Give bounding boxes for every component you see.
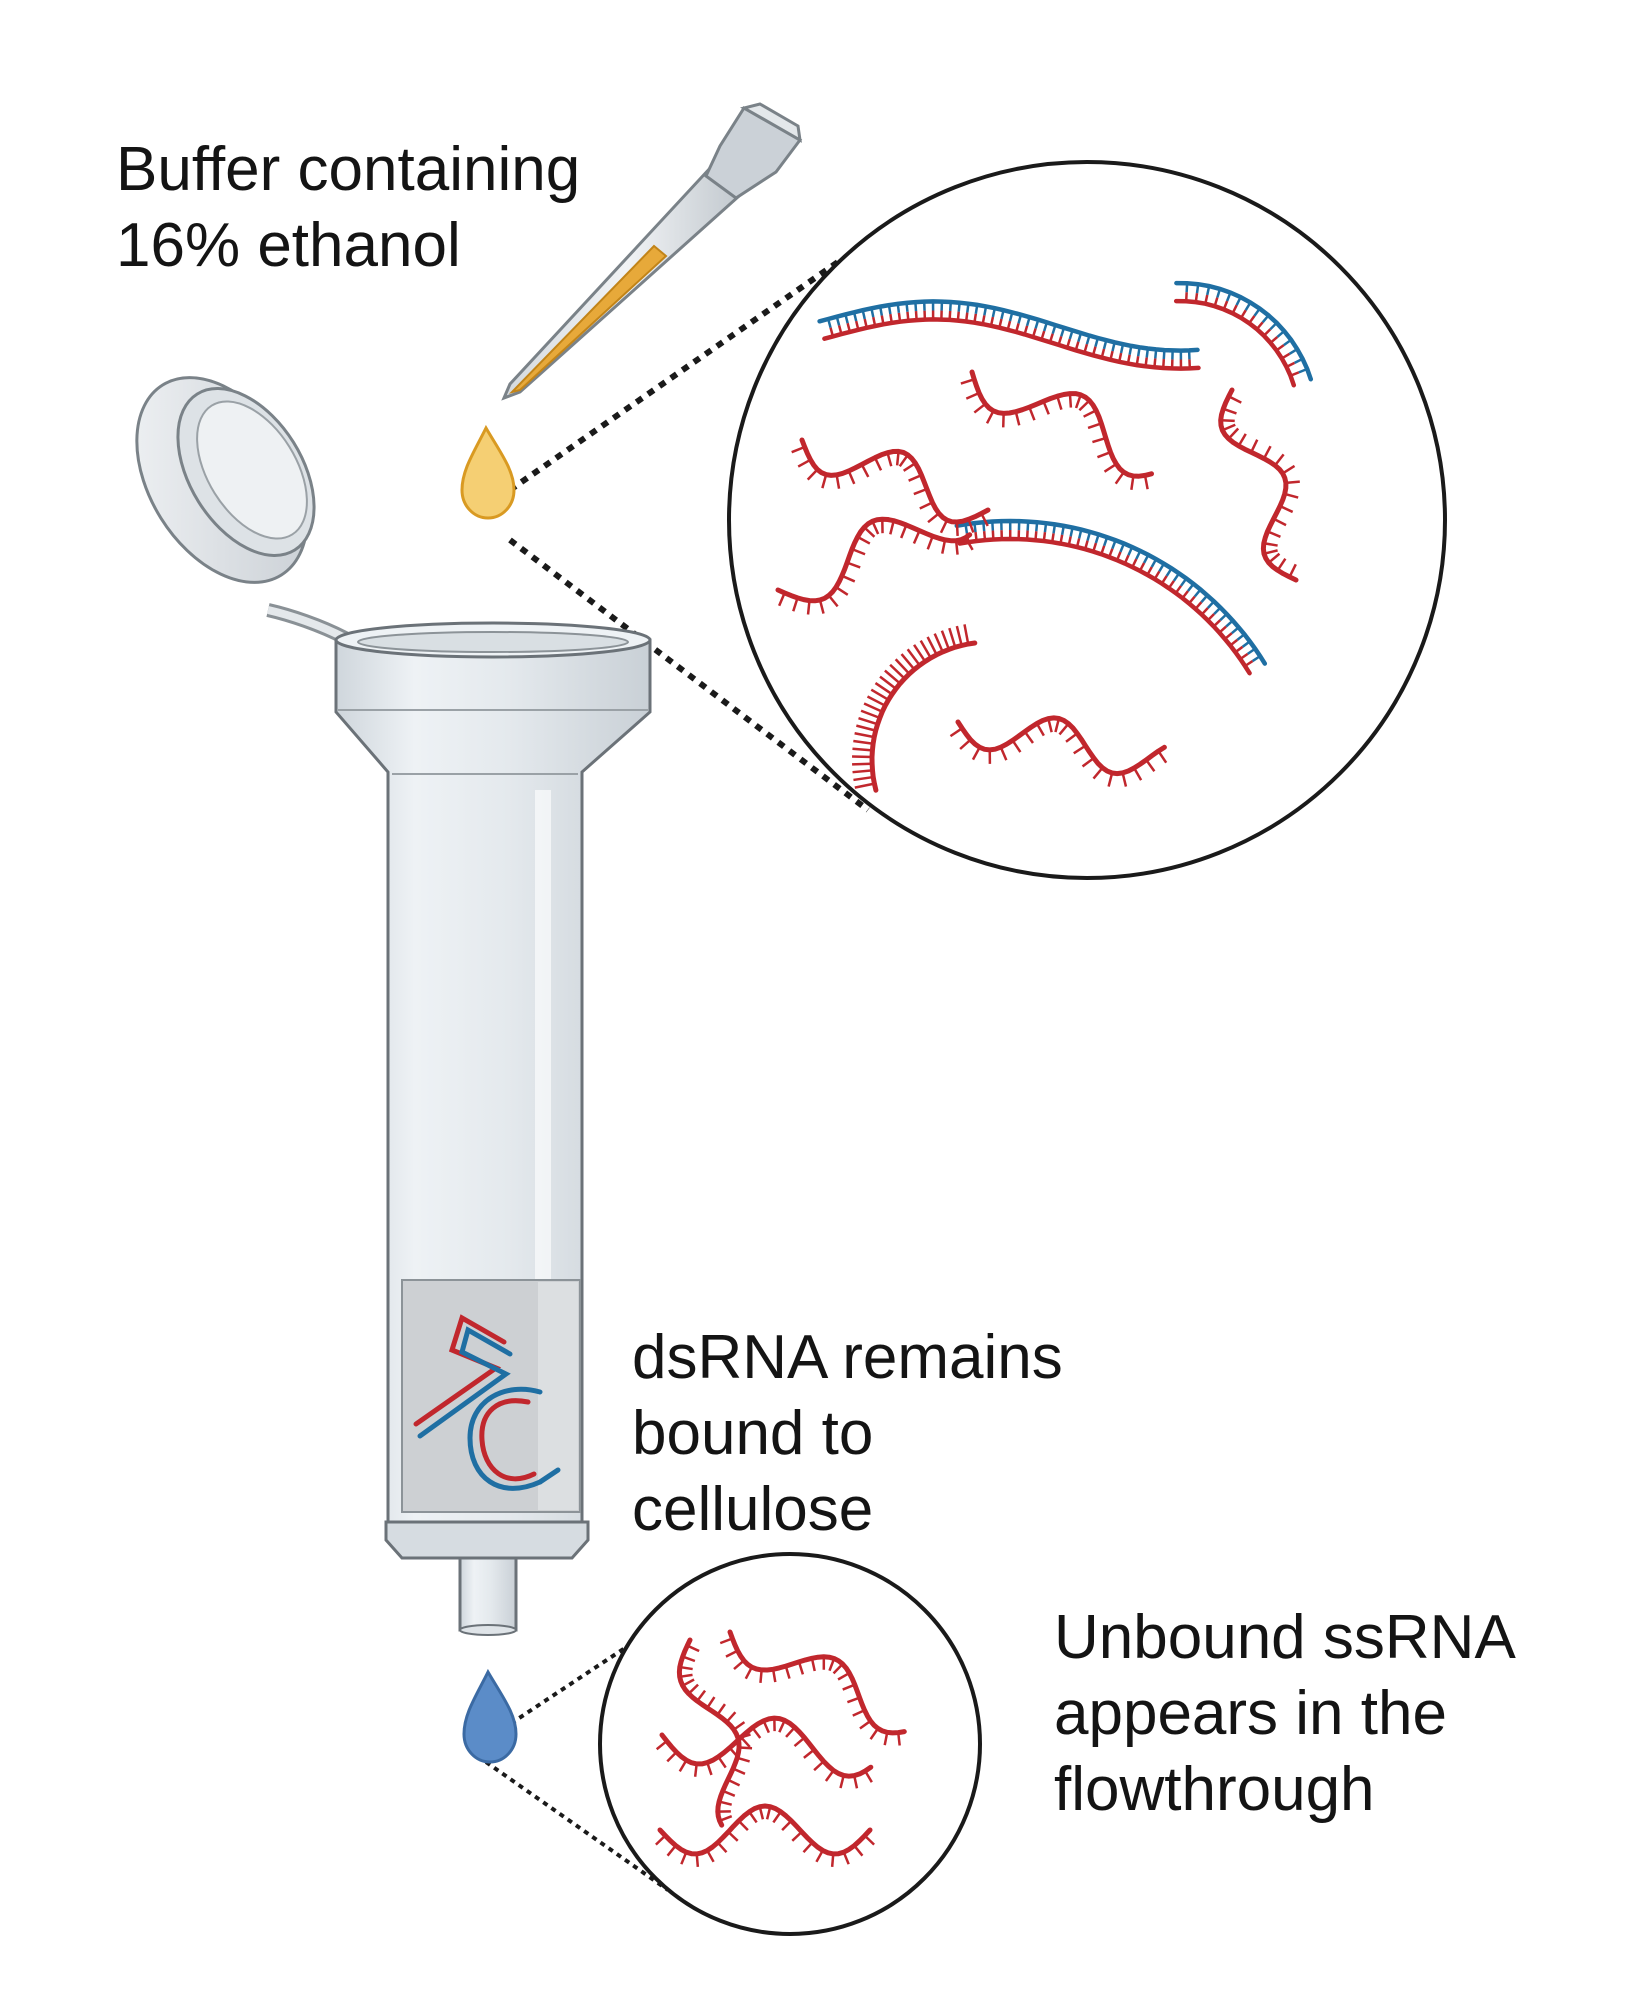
flowthrough-molecules	[655, 1629, 907, 1867]
dsrna-long-top	[817, 299, 1201, 371]
dsrna-label-line-2: bound to	[632, 1399, 874, 1468]
ssrna-wave-2	[791, 437, 991, 537]
dsrna-label-line-1: dsRNA remains	[632, 1323, 1063, 1392]
spin-column	[135, 376, 652, 1636]
ssrna-wave-1	[960, 369, 1154, 491]
buffer-label-line-2: 16% ethanol	[116, 211, 461, 280]
zoom-line-lower	[508, 537, 870, 813]
ssrna-arc	[852, 624, 978, 793]
dsrna-curved-center	[954, 518, 1268, 676]
buffer-label-line-1: Buffer containing	[116, 135, 581, 204]
zoom-line-lower-small	[484, 1760, 670, 1892]
dsrna-label-line-3: cellulose	[632, 1475, 874, 1544]
ssrna-label-line-3: flowthrough	[1054, 1755, 1375, 1824]
zoom-line-upper	[508, 259, 840, 493]
buffer-label: Buffer containing 16% ethanol	[116, 132, 580, 284]
column-cap	[135, 376, 349, 645]
ssrna-wave-3	[1218, 387, 1300, 583]
buffer-zoom-circle	[727, 160, 1447, 880]
dsrna-short-right	[1173, 280, 1314, 388]
ssrna-label-line-1: Unbound ssRNA	[1054, 1603, 1516, 1672]
flow-ssrna-4	[655, 1803, 875, 1867]
ssrna-label: Unbound ssRNA appears in the flowthrough	[1054, 1600, 1516, 1828]
flow-ssrna-2	[655, 1715, 874, 1789]
dsrna-label: dsRNA remains bound to cellulose	[632, 1320, 1063, 1548]
ssrna-wave-5	[949, 715, 1168, 787]
bound-dsrna	[413, 1314, 561, 1491]
buffer-molecules	[775, 280, 1314, 793]
zoom-lines-top	[508, 259, 870, 813]
flow-ssrna-3	[676, 1637, 753, 1828]
flowthrough-drop-icon	[462, 1668, 518, 1764]
ssrna-wave-4	[775, 516, 974, 615]
pipette-tip	[501, 102, 803, 401]
ssrna-label-line-2: appears in the	[1054, 1679, 1447, 1748]
flowthrough-zoom-circle	[598, 1552, 982, 1936]
buffer-drop-icon	[460, 424, 516, 520]
flow-ssrna-1	[719, 1629, 907, 1746]
